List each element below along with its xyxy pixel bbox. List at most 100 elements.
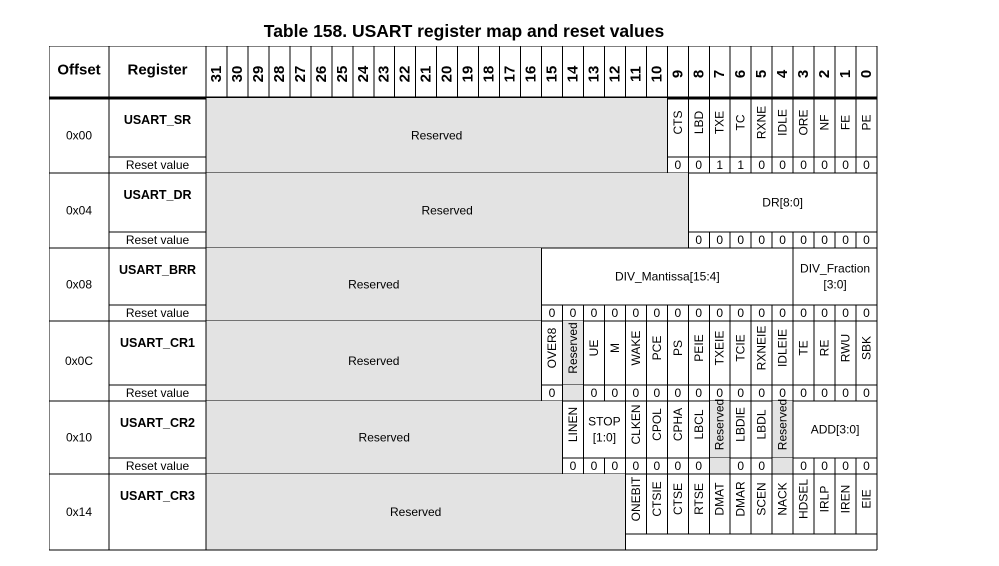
- bit-field-label: IDLE: [776, 109, 790, 136]
- bit-number-header: 13: [585, 66, 602, 83]
- reset-bit-value: 0: [653, 459, 660, 473]
- bit-field-label: TE: [797, 340, 811, 355]
- reserved-shading: [709, 458, 731, 474]
- register-offset: 0x04: [66, 204, 92, 218]
- bit-number-header: 5: [753, 70, 770, 78]
- reset-bit-value: 0: [758, 233, 765, 247]
- bit-number-header: 26: [313, 66, 330, 83]
- reset-bit-value: 0: [758, 158, 765, 172]
- bit-field-label: RXNEIE: [755, 326, 769, 371]
- reset-bit-value: 0: [591, 459, 598, 473]
- reset-bit-value: 0: [821, 233, 828, 247]
- bit-number-header: 9: [669, 70, 686, 78]
- reset-bit-value: 0: [737, 306, 744, 320]
- bit-field-label: IREN: [839, 485, 853, 514]
- bit-field-label: CTS: [671, 111, 685, 135]
- bit-number-header: 25: [334, 66, 351, 83]
- bit-number-header: 4: [774, 69, 791, 78]
- reset-bit-value: 0: [863, 459, 870, 473]
- reset-bit-value: 0: [549, 306, 556, 320]
- bit-number-header: 18: [481, 66, 498, 83]
- bit-field-label: ONEBIT: [629, 476, 643, 521]
- bit-field-label: FE: [839, 115, 853, 130]
- reset-bit-value: 0: [842, 158, 849, 172]
- reserved-shading: [206, 98, 668, 173]
- bit-field-label: PCE: [650, 336, 664, 361]
- bit-field-label: RXNE: [755, 106, 769, 139]
- reserved-shading: [562, 385, 584, 401]
- reset-bit-value: 0: [633, 459, 640, 473]
- reset-bit-value: 0: [653, 386, 660, 400]
- bit-field-label: DMAR: [734, 481, 748, 517]
- reset-bit-value: 0: [612, 386, 619, 400]
- reset-bit-value: 0: [821, 158, 828, 172]
- bit-field-label: NACK: [776, 482, 790, 515]
- bit-number-header: 16: [523, 66, 540, 83]
- bit-field-label: OVER8: [545, 327, 559, 368]
- bit-number-header: 22: [397, 66, 414, 83]
- reset-bit-value: 0: [716, 306, 723, 320]
- reset-bit-value: 0: [674, 386, 681, 400]
- reset-bit-value: 0: [758, 386, 765, 400]
- reset-bit-value: 0: [758, 306, 765, 320]
- reset-bit-value: 0: [570, 306, 577, 320]
- bit-field-label: Reserved: [713, 399, 727, 450]
- bit-number-header: 21: [418, 66, 435, 83]
- bit-field-label: DIV_Mantissa[15:4]: [615, 270, 720, 284]
- bit-field-label: SBK: [860, 336, 874, 360]
- bit-field-label: EIE: [860, 489, 874, 508]
- register-name: USART_CR1: [120, 336, 195, 350]
- reset-bit-value: 0: [842, 386, 849, 400]
- bit-number-header: 19: [460, 66, 477, 83]
- register-name: USART_BRR: [119, 263, 196, 277]
- reset-bit-value: 0: [842, 459, 849, 473]
- reset-value-label: Reset value: [126, 306, 190, 320]
- bit-field-label: ADD[3:0]: [811, 423, 860, 437]
- register-offset: 0x10: [66, 431, 92, 445]
- register-header: Register: [127, 62, 187, 79]
- reset-bit-value: 0: [758, 459, 765, 473]
- bit-field-label: M: [608, 343, 622, 353]
- bit-number-header: 3: [795, 70, 812, 78]
- bit-number-header: 11: [627, 66, 644, 82]
- bit-number-header: 31: [208, 66, 225, 83]
- bit-number-header: 20: [439, 66, 456, 83]
- bit-field-label: CPOL: [650, 408, 664, 441]
- reserved-shading: [562, 321, 584, 385]
- reserved-label: Reserved: [348, 354, 399, 368]
- bit-field-label: CLKEN: [629, 404, 643, 444]
- bit-field-label: PS: [671, 340, 685, 356]
- reset-bit-value: 0: [863, 306, 870, 320]
- reset-bit-value: 0: [800, 306, 807, 320]
- reset-bit-value: 0: [800, 386, 807, 400]
- bit-field-label: RE: [818, 340, 832, 357]
- bit-number-header: 14: [564, 65, 581, 82]
- bit-field-label: PE: [860, 114, 874, 130]
- register-offset: 0x00: [66, 129, 92, 143]
- reset-bit-value: 0: [716, 233, 723, 247]
- bit-field-label: LBDIE: [734, 407, 748, 442]
- reset-bit-value: 0: [674, 459, 681, 473]
- reset-value-label: Reset value: [126, 233, 190, 247]
- reserved-shading: [772, 458, 794, 474]
- bit-field-label: TC: [734, 114, 748, 130]
- reset-bit-value: 0: [821, 306, 828, 320]
- reset-bit-value: 0: [863, 386, 870, 400]
- reset-bit-value: 0: [779, 306, 786, 320]
- bit-number-header: 30: [229, 66, 246, 83]
- reserved-shading: [206, 173, 689, 248]
- bit-field-label: LINEN: [566, 407, 580, 442]
- bit-field-label: SCEN: [755, 482, 769, 515]
- bit-number-header: 2: [816, 70, 833, 78]
- bit-field-label: LBD: [692, 110, 706, 134]
- bit-field-label: RWU: [839, 334, 853, 362]
- reserved-label: Reserved: [411, 129, 462, 143]
- bit-field-label: UE: [587, 340, 601, 357]
- reset-bit-value: 0: [612, 306, 619, 320]
- reset-bit-value: 0: [737, 233, 744, 247]
- bit-field-label: IRLP: [818, 486, 832, 513]
- bit-field-label: CTSIE: [650, 481, 664, 516]
- reset-bit-value: 0: [779, 386, 786, 400]
- reset-bit-value: 0: [695, 233, 702, 247]
- reserved-shading: [206, 248, 542, 321]
